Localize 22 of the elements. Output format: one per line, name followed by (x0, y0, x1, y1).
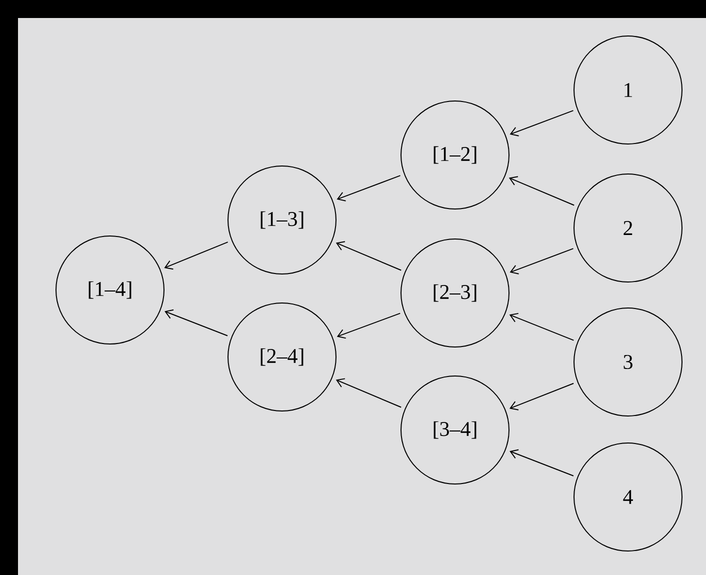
circle-node: 3 (574, 308, 682, 416)
arrow (336, 312, 401, 339)
arrow (509, 382, 574, 410)
arrow (510, 248, 574, 274)
circle-node: [3–4] (400, 376, 510, 484)
arrow (510, 110, 574, 136)
circle-node: [1–3] (228, 166, 336, 274)
circle-node: [1–4] (56, 236, 164, 344)
circle-node: 1 (574, 36, 682, 144)
circle-node: 2 (574, 174, 682, 282)
circle-node: [2–3] (400, 238, 510, 348)
arrow (164, 242, 228, 270)
arrow (336, 378, 402, 408)
arrow (336, 175, 401, 202)
arrow (336, 241, 402, 271)
arrow (510, 449, 574, 476)
arrow (508, 176, 575, 206)
arrow (164, 309, 228, 336)
circle-node: 4 (574, 442, 682, 552)
circle-node: [1–2] (400, 100, 510, 210)
circle-node: [2–4] (228, 302, 336, 412)
arrow (509, 312, 574, 341)
